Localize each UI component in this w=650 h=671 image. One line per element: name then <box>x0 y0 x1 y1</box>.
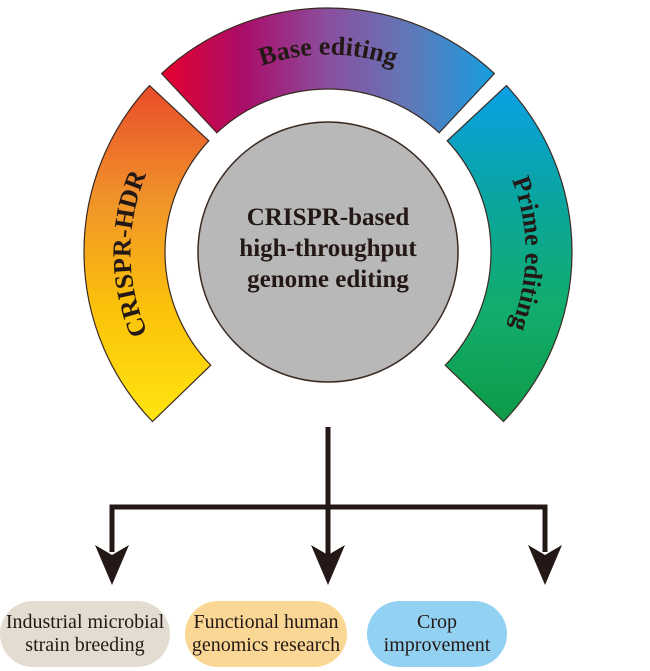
segment-prime-editing <box>444 84 573 423</box>
arrow-head-left <box>95 545 129 585</box>
outcome-line: Functional human <box>193 611 339 633</box>
outcome-line: Industrial microbial <box>5 611 165 633</box>
segment-crispr-hdr <box>83 84 212 423</box>
flow-connector <box>109 427 548 560</box>
arrow-head-right <box>528 545 562 585</box>
outcome-line: genomics research <box>191 634 341 656</box>
outcome-line: Crop <box>416 611 457 633</box>
center-label-line-3: genome editing <box>247 266 409 293</box>
center-label-line-2: high-throughput <box>239 235 417 262</box>
center-label-line-1: CRISPR-based <box>247 204 410 231</box>
outcome-crop-improvement: Crop improvement <box>367 601 507 667</box>
segment-base-editing <box>160 7 496 134</box>
arrow-head-center <box>311 545 345 585</box>
connector-branch <box>109 504 548 552</box>
outcome-line: improvement <box>383 634 491 656</box>
outcome-functional-genomics: Functional human genomics research <box>185 601 347 667</box>
center-circle <box>197 121 459 383</box>
outcome-industrial-microbial: Industrial microbial strain breeding <box>0 601 170 667</box>
outcome-line: strain breeding <box>25 634 145 656</box>
